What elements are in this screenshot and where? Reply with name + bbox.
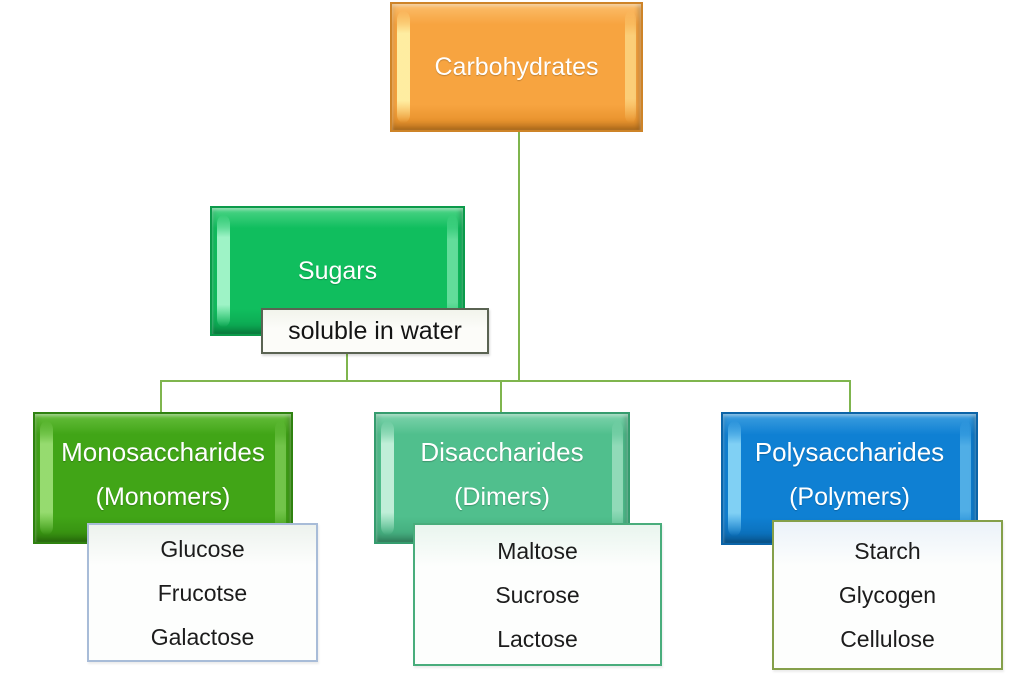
connector-drop-mono [160,381,162,412]
node-carbohydrates: Carbohydrates [390,2,643,132]
list-item-maltose: Maltose [497,537,578,564]
connector-root-vertical [518,132,520,381]
connector-drop-di [500,381,502,412]
connector-drop-poly [849,381,851,412]
list-disaccharides: Maltose Sucrose Lactose [413,523,662,666]
node-disaccharides-title: Disaccharides [420,436,584,467]
list-polysaccharides: Starch Glycogen Cellulose [772,520,1003,670]
node-polysaccharides-title: Polysaccharides [754,437,945,467]
connector-note-vertical [346,354,348,381]
list-item-galactose: Galactose [150,623,255,650]
node-disaccharides: Disaccharides (Dimers) [374,412,630,544]
node-monosaccharides-title: Monosaccharides [61,436,265,467]
list-item-starch: Starch [854,538,921,564]
node-monosaccharides-subtitle: (Monomers) [95,482,231,511]
list-item-glucose: Glucose [160,535,245,562]
list-monosaccharides: Glucose Frucotse Galactose [87,523,318,662]
list-item-sucrose: Sucrose [495,581,580,608]
list-item-glycogen: Glycogen [838,582,937,608]
list-item-lactose: Lactose [497,625,578,652]
node-sugars-label: Sugars [297,257,378,285]
connector-horizontal-bus [160,380,851,382]
node-monosaccharides: Monosaccharides (Monomers) [33,412,293,544]
node-carbohydrates-label: Carbohydrates [434,53,599,81]
note-soluble-in-water: soluble in water [261,308,489,354]
node-disaccharides-subtitle: (Dimers) [454,482,550,511]
list-item-cellulose: Cellulose [840,626,935,652]
node-polysaccharides-subtitle: (Polymers) [789,483,910,511]
note-soluble-in-water-label: soluble in water [288,316,462,345]
list-item-frucotse: Frucotse [157,579,248,606]
